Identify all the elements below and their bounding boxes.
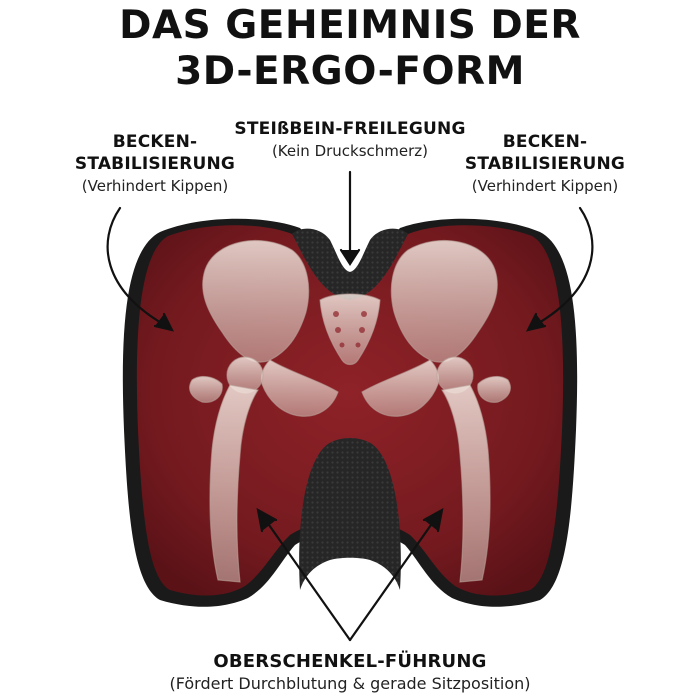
sacrum-holes [333,311,367,348]
headline-line-1: DAS GEHEIMNIS DER [119,3,581,48]
callout-bottom-title: OBERSCHENKEL-FÜHRUNG [213,651,487,672]
callout-right-subtitle: (Verhindert Kippen) [471,177,619,195]
coccyx-notch [292,228,408,300]
callout-right-pelvis: BECKEN- STABILISIERUNG (Verhindert Kippe… [450,131,640,197]
callout-left-subtitle: (Verhindert Kippen) [81,177,229,195]
callout-bottom-subtitle: (Fördert Durchblutung & gerade Sitzposit… [169,674,531,693]
arrow-bottom-right [348,513,440,642]
mesh-channel [299,438,401,590]
callout-left-title-1: BECKEN- [112,132,198,152]
arrow-left [106,206,172,330]
callout-top-title: STEIßBEIN-FREILEGUNG [234,119,466,139]
callout-right-title-2: STABILISIERUNG [464,154,626,174]
arrow-right [528,206,594,330]
callout-left-pelvis: BECKEN- STABILISIERUNG (Verhindert Kippe… [60,131,250,197]
callout-bottom-thigh: OBERSCHENKEL-FÜHRUNG (Fördert Durchblutu… [40,651,660,695]
callout-arrows [106,170,594,642]
headline-line-2: 3D-ERGO-FORM [175,49,525,94]
arrow-bottom-left [260,513,352,642]
pelvis-skeleton [189,239,511,583]
callout-top-subtitle: (Kein Druckschmerz) [271,142,429,160]
callout-right-title-1: BECKEN- [502,132,588,152]
callout-top-coccyx: STEIßBEIN-FREILEGUNG (Kein Druckschmerz) [200,118,500,162]
callout-left-title-2: STABILISIERUNG [74,154,236,174]
